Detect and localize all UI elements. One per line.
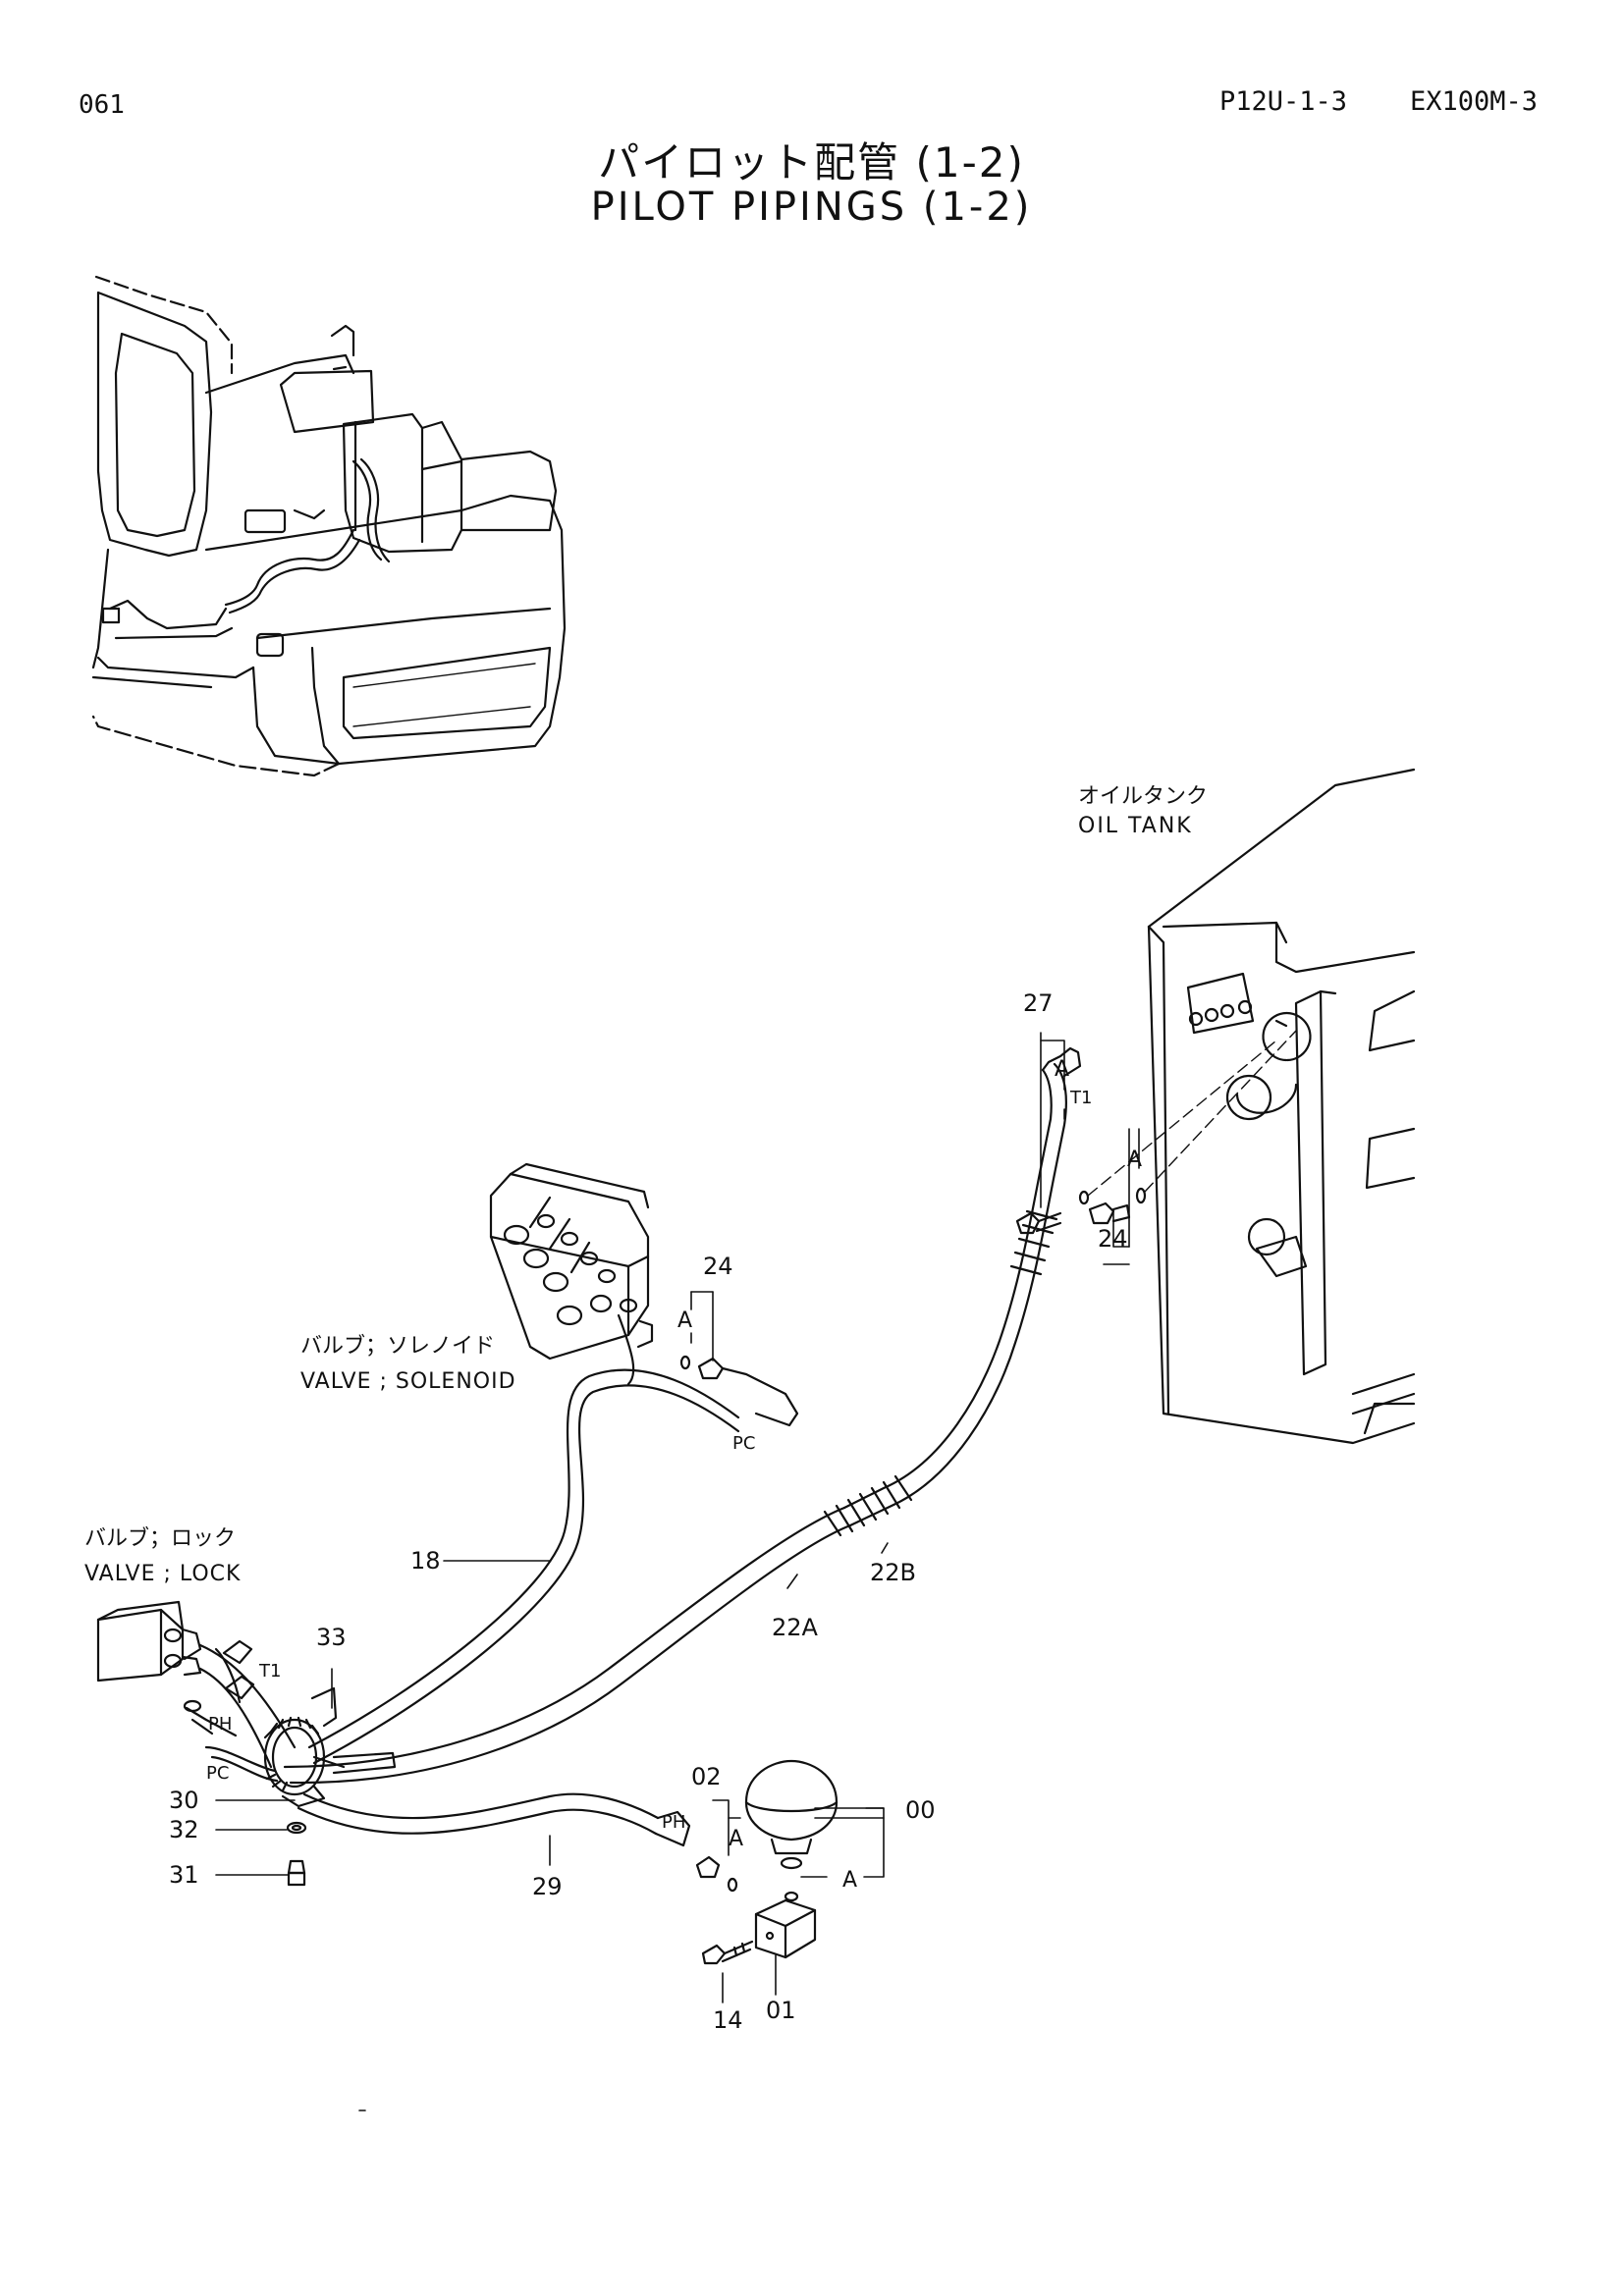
clamp-assembly xyxy=(263,1686,397,1887)
title-japanese: パイロット配管 (1-2) xyxy=(598,138,1025,187)
port-pc-solenoid: PC xyxy=(732,1433,755,1454)
port-t1-lock: T1 xyxy=(258,1661,281,1682)
callout-00: 00 xyxy=(905,1796,936,1824)
callout-24-tank: 24 xyxy=(1098,1225,1128,1253)
marker-a-solenoid: A xyxy=(677,1308,692,1333)
lock-valve xyxy=(96,1600,202,1682)
fitting-27-24-tank xyxy=(1015,1030,1297,1235)
callout-29: 29 xyxy=(532,1873,563,1900)
callout-01: 01 xyxy=(766,1997,796,2024)
callout-18: 18 xyxy=(410,1547,441,1575)
solenoid-valve-label-en: VALVE ; SOLENOID xyxy=(300,1369,516,1394)
marker-a-tank-left: A xyxy=(1055,1057,1069,1082)
title-english: PILOT PIPINGS (1-2) xyxy=(590,185,1033,230)
fitting-24-solenoid xyxy=(679,1355,799,1427)
port-t1-tank: T1 xyxy=(1069,1088,1092,1108)
hose-18 xyxy=(307,1368,740,1765)
solenoid-valve xyxy=(489,1162,654,1386)
lock-valve-hoses xyxy=(183,1639,297,1783)
callout-22b: 22B xyxy=(870,1559,916,1586)
oil-tank xyxy=(1147,768,1416,1445)
leader-lines xyxy=(215,1032,1140,2003)
accumulator xyxy=(744,1759,839,1959)
hose-22 xyxy=(283,1046,1082,1785)
fitting-sleeves xyxy=(823,1209,1058,1537)
marker-a-02: A xyxy=(729,1827,743,1851)
marker-a-tank-right: A xyxy=(1127,1148,1142,1172)
marker-a-00: A xyxy=(842,1868,857,1893)
bolt-14 xyxy=(701,1940,754,1965)
solenoid-valve-label-jp: バルブ；ソレノイド xyxy=(300,1334,495,1359)
port-pc-lock: PC xyxy=(206,1763,229,1784)
callout-02: 02 xyxy=(691,1763,722,1790)
oil-tank-label-en: OIL TANK xyxy=(1078,814,1193,838)
section-code: P12U-1-3 xyxy=(1219,86,1348,117)
lock-valve-label-jp: バルブ；ロック xyxy=(84,1526,236,1551)
page-number: 061 xyxy=(79,90,125,120)
model-number: EX100M-3 xyxy=(1410,86,1539,117)
port-ph-hose: PH xyxy=(662,1812,685,1833)
callout-22a: 22A xyxy=(772,1614,819,1641)
hose-29 xyxy=(297,1792,691,1847)
callout-27: 27 xyxy=(1023,989,1054,1017)
callout-14: 14 xyxy=(713,2006,743,2034)
callout-24-solenoid: 24 xyxy=(703,1253,733,1280)
callout-33: 33 xyxy=(316,1624,347,1651)
callout-31: 31 xyxy=(169,1861,199,1889)
fitting-02 xyxy=(695,1855,738,1893)
machine-overview xyxy=(91,275,567,777)
oil-tank-label-jp: オイルタンク xyxy=(1078,784,1208,809)
callout-32: 32 xyxy=(169,1816,199,1843)
port-ph-lock: PH xyxy=(208,1714,232,1735)
lock-valve-label-en: VALVE ; LOCK xyxy=(84,1562,241,1586)
callout-30: 30 xyxy=(169,1787,199,1814)
